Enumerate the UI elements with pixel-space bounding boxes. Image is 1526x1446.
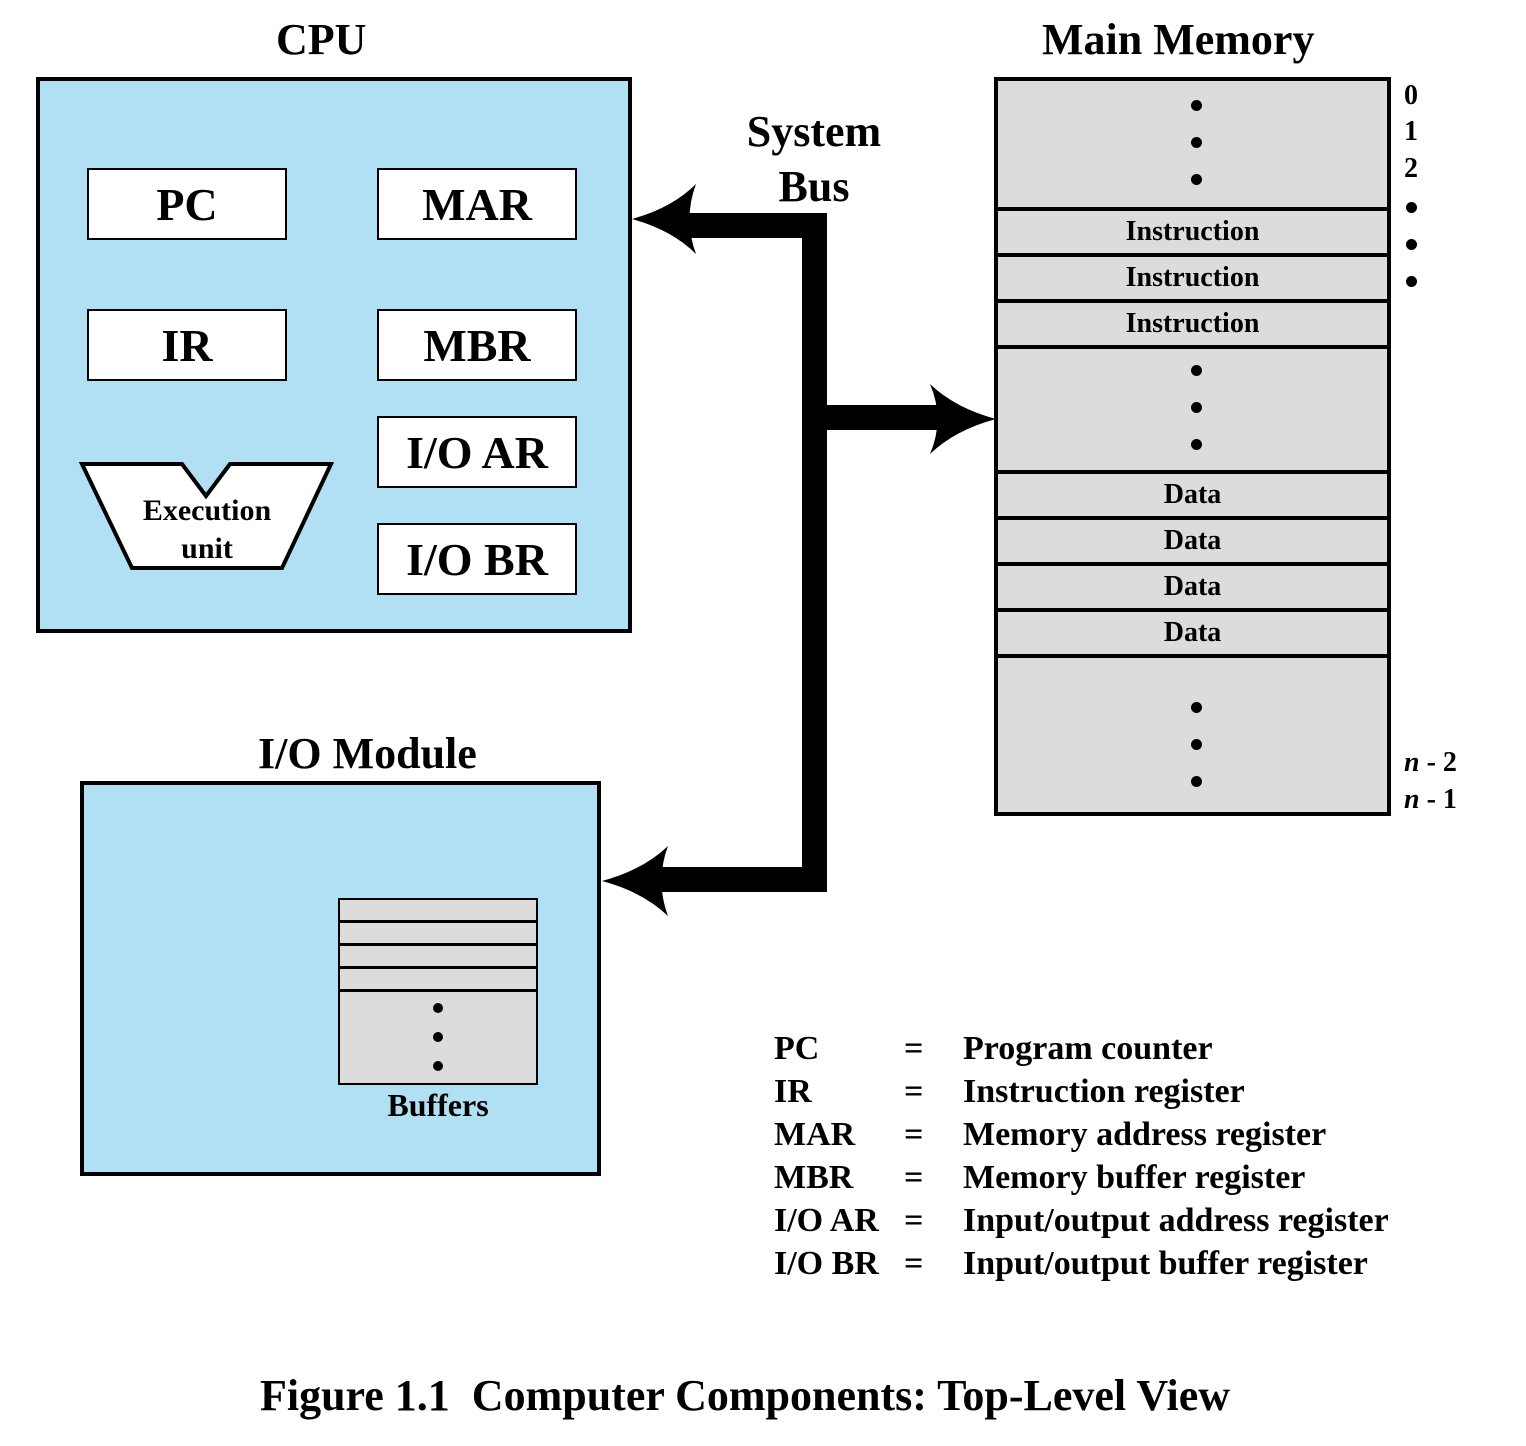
memory-dots-top: [1191, 100, 1202, 185]
legend-meaning: Input/output address register: [963, 1202, 1389, 1239]
io-br-register: I/O BR: [377, 523, 577, 595]
legend-abbr: IR: [774, 1073, 812, 1110]
legend-meaning: Memory address register: [963, 1116, 1327, 1153]
memory-cell-data: Data: [1163, 617, 1222, 648]
memory-separator: [998, 654, 1387, 658]
cpu-box: PC MAR IR MBR I/O AR I/O BR: [36, 77, 632, 633]
cpu-title: CPU: [276, 15, 367, 64]
memory-cell-instruction: Instruction: [1125, 216, 1260, 247]
memory-separator: [998, 562, 1387, 566]
execution-unit-shape: [78, 462, 335, 570]
mar-register: MAR: [377, 168, 577, 240]
legend-abbr: PC: [774, 1030, 820, 1067]
buffers-stack: [338, 898, 538, 1085]
bus-branch-cpu: [684, 213, 827, 238]
legend: PC = Program counter IR = Instruction re…: [774, 1030, 1474, 1290]
legend-abbr: I/O AR: [774, 1202, 879, 1239]
memory-address-1: 1: [1404, 116, 1418, 147]
legend-meaning: Instruction register: [963, 1073, 1245, 1110]
execution-unit-line1: Execution: [142, 494, 272, 527]
memory-separator: [998, 470, 1387, 474]
ir-register: IR: [87, 309, 287, 381]
address-suffix: - 1: [1419, 784, 1457, 815]
bus-trunk: [802, 213, 827, 892]
main-memory-title: Main Memory: [1042, 15, 1315, 64]
system-bus-label: System Bus: [734, 104, 894, 214]
memory-separator: [998, 207, 1387, 211]
memory-cell-data: Data: [1163, 525, 1222, 556]
io-module-title: I/O Module: [258, 729, 477, 778]
memory-separator: [998, 299, 1387, 303]
memory-address-n-minus-1: n - 1: [1404, 784, 1457, 816]
system-bus-label-line2: Bus: [778, 162, 850, 211]
system-bus-label-line1: System: [746, 107, 882, 156]
arrowhead-to-cpu-icon: [632, 184, 696, 254]
memory-dots-middle: [1191, 365, 1202, 450]
memory-separator: [998, 345, 1387, 349]
memory-address-2: 2: [1404, 153, 1418, 184]
memory-address-0: 0: [1404, 80, 1418, 111]
legend-abbr: I/O BR: [774, 1245, 879, 1282]
legend-equals: =: [904, 1116, 924, 1153]
address-n-symbol: n: [1404, 784, 1420, 815]
io-module-box: Buffers: [80, 781, 601, 1176]
memory-dots-bottom: [1191, 702, 1202, 787]
arrowhead-to-io-icon: [602, 846, 668, 916]
memory-separator: [998, 253, 1387, 257]
memory-separator: [998, 516, 1387, 520]
bus-branch-memory: [802, 405, 945, 430]
main-memory-box: Instruction Instruction Instruction Data…: [994, 77, 1391, 816]
legend-equals: =: [904, 1159, 924, 1196]
address-suffix: - 2: [1419, 747, 1457, 778]
address-n-symbol: n: [1404, 747, 1420, 778]
memory-separator: [998, 608, 1387, 612]
bus-branch-io: [655, 867, 827, 892]
execution-unit-line2: unit: [181, 532, 233, 565]
io-ar-register: I/O AR: [377, 416, 577, 488]
legend-equals: =: [904, 1030, 924, 1067]
legend-meaning: Memory buffer register: [963, 1159, 1306, 1196]
legend-equals: =: [904, 1202, 924, 1239]
legend-abbr: MBR: [774, 1159, 854, 1196]
legend-meaning: Program counter: [963, 1030, 1213, 1067]
figure-caption: Figure 1.1 Computer Components: Top-Leve…: [259, 1371, 1231, 1420]
legend-equals: =: [904, 1073, 924, 1110]
mbr-register: MBR: [377, 309, 577, 381]
buffer-dots: [433, 1003, 443, 1071]
legend-meaning: Input/output buffer register: [963, 1245, 1368, 1282]
arrowhead-to-memory-icon: [930, 384, 996, 454]
memory-cell-instruction: Instruction: [1125, 262, 1260, 293]
memory-address-n-minus-2: n - 2: [1404, 747, 1457, 779]
legend-abbr: MAR: [774, 1116, 856, 1153]
buffers-label: Buffers: [387, 1087, 489, 1123]
execution-unit-label: Execution unit: [116, 492, 298, 568]
pc-register: PC: [87, 168, 287, 240]
memory-cell-data: Data: [1163, 479, 1222, 510]
memory-cell-data: Data: [1163, 571, 1222, 602]
legend-equals: =: [904, 1245, 924, 1282]
memory-cell-instruction: Instruction: [1125, 308, 1260, 339]
memory-address-dots: [1406, 202, 1417, 287]
